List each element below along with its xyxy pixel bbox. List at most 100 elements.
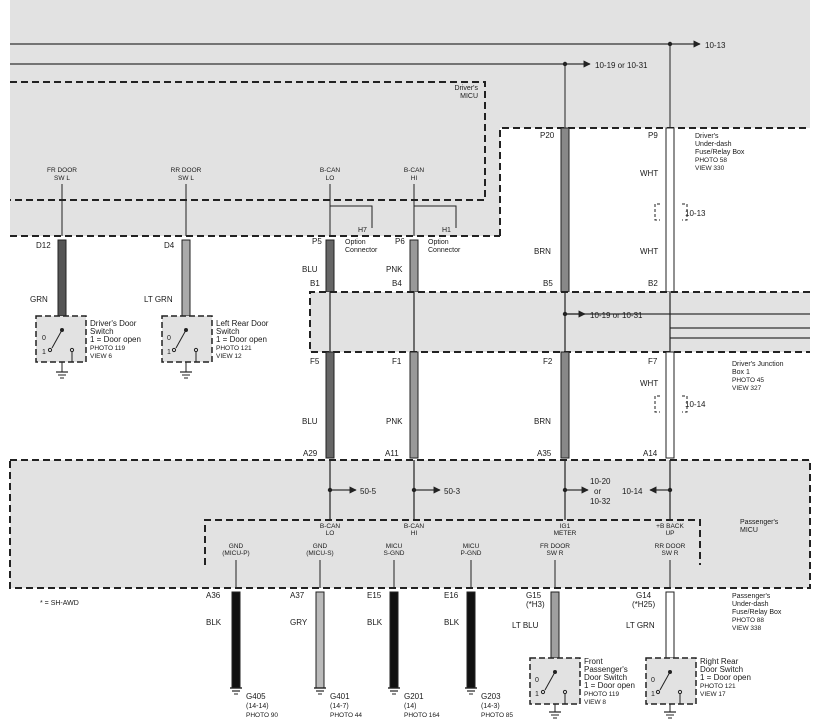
right-rear-switch-photo: PHOTO 121 [700,683,736,690]
front-passenger-switch-label-3: Door Switch [584,673,627,682]
ground-g203-photo: PHOTO 85 [481,712,513,719]
pin-g15: G15 [526,591,542,600]
driver-fuse-box-title-2: Under-dash [695,141,732,148]
rr-door-sw-r-label-1: RR DOOR [655,543,686,550]
front-passenger-switch-pos-1: 1 [535,691,539,698]
driver-fuse-box-view: VIEW 330 [695,165,725,172]
front-passenger-door-switch [529,657,581,719]
pin-g14-sub: (*H25) [632,600,655,609]
p-bcan-hi-label-1: B-CAN [404,523,425,530]
wire-label-lt-grn: LT GRN [144,295,173,304]
passenger-fuse-box-view: VIEW 338 [732,625,762,632]
front-passenger-switch-label-2: Passenger's [584,665,628,674]
rr-door-sw-r-label-2: SW R [662,550,679,557]
ref-10-20-line-3[interactable]: 10-32 [590,497,611,506]
front-passenger-switch-view: VIEW 8 [584,699,606,706]
wire-label-brn-upper: BRN [534,247,551,256]
fr-door-sw-l-label-1: FR DOOR [47,167,77,174]
pin-g14: G14 [636,591,652,600]
pin-p5: P5 [312,237,322,246]
left-rear-door-switch-view: VIEW 12 [216,353,242,360]
driver-fuse-box-photo: PHOTO 58 [695,157,727,164]
ref-10-19-top[interactable]: 10-19 or 10-31 [595,61,648,70]
ground-g405-sub: (14-14) [246,703,269,710]
ref-50-3[interactable]: 50-3 [444,487,461,496]
ref-10-20-line-1[interactable]: 10-20 [590,477,611,486]
ground-g401-sub: (14-7) [330,703,349,710]
fr-door-sw-r-label-1: FR DOOR [540,543,570,550]
pin-f7: F7 [648,357,658,366]
wire-label-blk-1: BLK [206,618,222,627]
driver-door-switch [35,315,87,379]
junction-box-title-1: Driver's Junction [732,361,784,368]
option-connector-2a: Option [428,239,449,246]
right-rear-switch-label-3: 1 = Door open [700,673,751,682]
ground-g203-name[interactable]: G203 [481,692,501,701]
ref-10-19-junction[interactable]: 10-19 or 10-31 [590,311,643,320]
ref-50-5[interactable]: 50-5 [360,487,377,496]
ground-g401-photo: PHOTO 44 [330,712,362,719]
option-connector-1a: Option [345,239,366,246]
right-rear-switch-pos-0: 0 [651,677,655,684]
ref-10-13-fuse[interactable]: 10-13 [685,209,706,218]
pin-a35: A35 [537,449,552,458]
pin-e16: E16 [444,591,459,600]
rr-door-sw-l-label-2: SW L [178,175,194,182]
ref-10-14-junction[interactable]: 10-14 [685,400,706,409]
passenger-fuse-box-photo: PHOTO 88 [732,617,764,624]
wire-label-gry: GRY [290,618,308,627]
gnd-micu-s-label-1: GND [313,543,328,550]
ground-g401-name[interactable]: G401 [330,692,350,701]
micu-pgnd-label-2: P-GND [461,550,482,557]
ground-g405-name[interactable]: G405 [246,692,266,701]
pin-f1: F1 [392,357,402,366]
pin-a29: A29 [303,449,318,458]
drivers-micu-title-1: Driver's [454,85,478,92]
fr-door-sw-l-label-2: SW L [54,175,70,182]
pin-b1: B1 [310,279,320,288]
wire-label-blk-3: BLK [444,618,460,627]
p-bcan-hi-label-2: HI [411,530,418,537]
passenger-fuse-box-title-3: Fuse/Relay Box [732,609,782,616]
driver-fuse-box-title-1: Driver's [695,133,719,140]
h7-label: H7 [358,227,367,234]
gnd-micu-p-label-1: GND [229,543,244,550]
p-bcan-lo-label-2: LO [326,530,335,537]
option-connector-1b: Connector [345,247,378,254]
ground-g201-sub: (14) [404,703,416,710]
ref-10-14-micu[interactable]: 10-14 [622,487,643,496]
b-backup-label-2: UP [665,530,674,537]
ground-g203-sub: (14-3) [481,703,500,710]
passengers-micu-box [9,459,811,589]
driver-door-switch-view: VIEW 6 [90,353,112,360]
right-rear-switch-view: VIEW 17 [700,691,726,698]
wire-label-blk-2: BLK [367,618,383,627]
wire-label-wht-upper-2: WHT [640,247,658,256]
driver-fuse-box-title-3: Fuse/Relay Box [695,149,745,156]
driver-door-switch-label-2: Switch [90,327,114,336]
passenger-fuse-box-title-1: Passenger's [732,593,771,600]
micu-sgnd-label-1: MICU [386,543,403,550]
ref-10-13-top[interactable]: 10-13 [705,41,726,50]
footnote: * = SH-AWD [40,600,79,607]
passenger-fuse-box-title-2: Under-dash [732,601,769,608]
pin-f5: F5 [310,357,320,366]
pin-a11: A11 [385,449,399,458]
left-rear-door-switch-label-3: 1 = Door open [216,335,267,344]
driver-door-switch-label-1: Driver's Door [90,319,137,328]
ground-g201-name[interactable]: G201 [404,692,424,701]
pin-a37: A37 [290,591,305,600]
wire-label-pnk-lower: PNK [386,417,403,426]
pin-b2: B2 [648,279,658,288]
drivers-micu-terminal-lines [61,184,457,236]
upper-wires [57,127,675,317]
wire-label-blu-lower: BLU [302,417,318,426]
pin-g15-sub: (*H3) [526,600,545,609]
driver-switch-pos-1: 1 [42,349,46,356]
driver-door-switch-label-3: 1 = Door open [90,335,141,344]
middle-wires [325,351,675,459]
pin-a36: A36 [206,591,221,600]
gnd-micu-s-label-2: (MICU-S) [306,550,333,557]
ig1-meter-label-2: METER [554,530,577,537]
